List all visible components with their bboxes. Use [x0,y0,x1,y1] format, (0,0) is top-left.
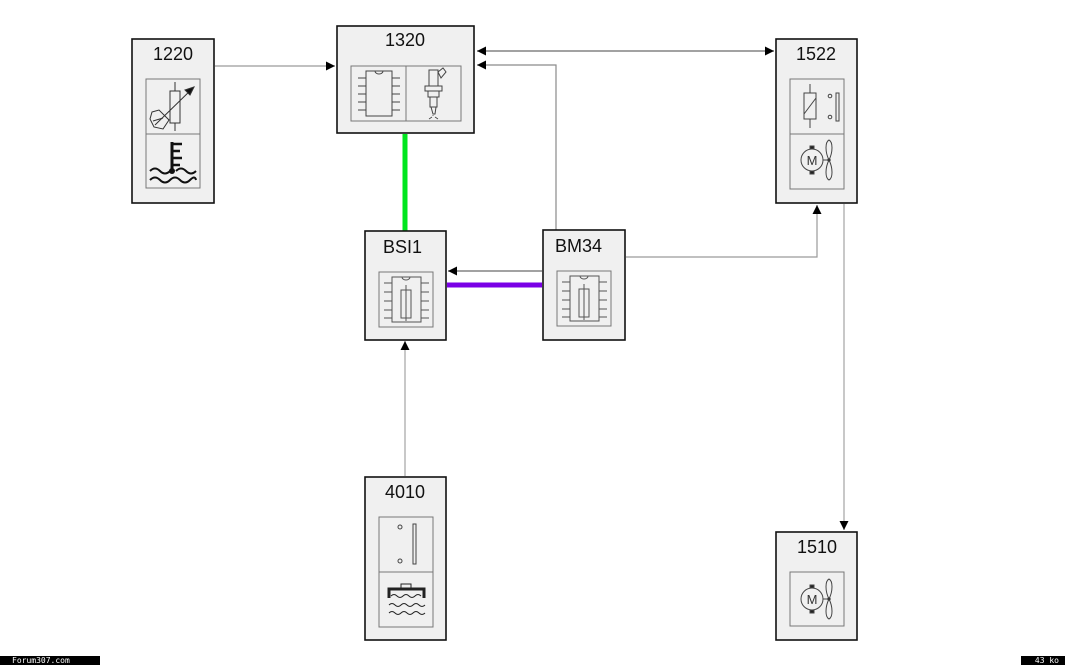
ecu-fuse-chip-icon [562,275,607,322]
component-4010[interactable]: 4010 [364,476,447,641]
component-bsi1[interactable]: BSI1 [364,230,447,341]
relay-icon [803,84,840,128]
svg-text:M: M [807,592,818,607]
component-1220[interactable]: 1220 [131,38,215,204]
wire-bm34-to-1522 [626,205,822,258]
component-bm34[interactable]: BM34 [542,229,626,341]
component-label: BSI1 [383,237,422,257]
component-1510[interactable]: 1510 M [775,531,858,641]
footer-file-size: 43 ko [1021,656,1065,665]
component-label: 1220 [153,44,193,64]
level-switch-icon [397,523,417,565]
ecu-chip-icon [358,70,400,117]
coolant-temperature-icon [149,142,197,184]
injector-icon [424,67,447,120]
fan-motor-icon: M [800,578,833,620]
fan-motor-icon: M [800,139,833,181]
coolant-reservoir-icon [387,583,426,615]
footer-site-label: Forum307.com [0,656,100,665]
component-label: BM34 [555,236,602,256]
wire-bm34-to-1320 [477,60,557,231]
component-label: 1320 [385,30,425,50]
component-label: 4010 [385,482,425,502]
component-1320[interactable]: 1320 [336,25,475,134]
component-label: 1522 [796,44,836,64]
component-1522[interactable]: 1522 M [775,38,858,204]
ecu-fuse-chip-icon [384,276,429,323]
temperature-sensor-icon [149,82,195,131]
connections [215,46,849,530]
svg-text:M: M [807,153,818,168]
component-label: 1510 [797,537,837,557]
